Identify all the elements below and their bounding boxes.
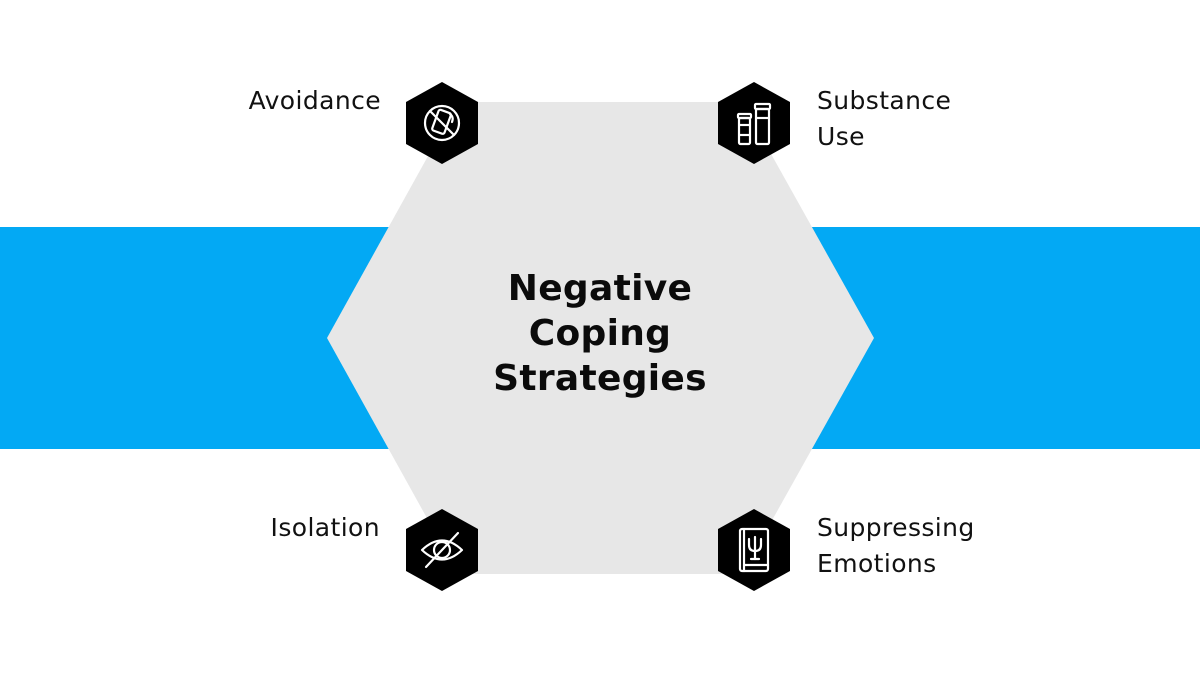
no-phone-icon <box>406 82 478 164</box>
node-suppressing-emotions-label-line-1: Suppressing <box>817 513 975 542</box>
center-title: Negative Coping Strategies <box>430 266 770 401</box>
pill-bottles-icon <box>718 82 790 164</box>
node-avoidance-label-line-1: Avoidance <box>248 86 381 115</box>
node-suppressing-emotions-label: Suppressing Emotions <box>817 510 1057 582</box>
node-substance-use-label-line-2: Use <box>817 122 865 151</box>
center-title-line-3: Strategies <box>493 358 707 399</box>
node-suppressing-emotions[interactable] <box>718 509 790 591</box>
psychology-book-icon <box>718 509 790 591</box>
node-isolation[interactable] <box>406 509 478 591</box>
node-isolation-label: Isolation <box>200 510 380 546</box>
eye-slash-icon <box>406 509 478 591</box>
center-title-line-1: Negative <box>507 268 693 309</box>
node-substance-use-label-line-1: Substance <box>817 86 952 115</box>
node-substance-use[interactable] <box>718 82 790 164</box>
node-suppressing-emotions-label-line-2: Emotions <box>817 549 937 578</box>
node-avoidance[interactable] <box>406 82 478 164</box>
node-avoidance-label: Avoidance <box>200 83 381 119</box>
center-title-line-2: Coping <box>528 313 672 354</box>
node-substance-use-label: Substance Use <box>817 83 1037 155</box>
node-isolation-label-line-1: Isolation <box>270 513 380 542</box>
